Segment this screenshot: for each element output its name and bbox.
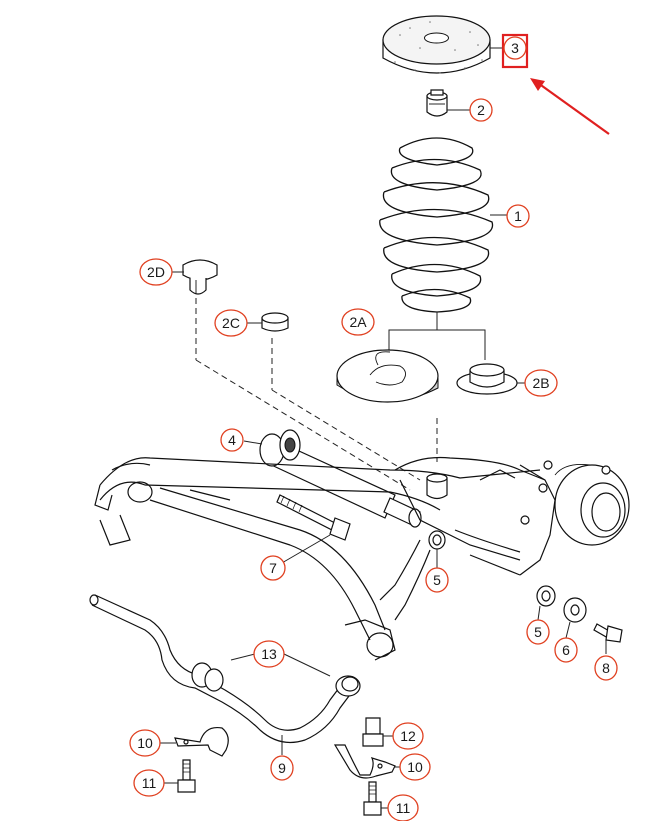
washer-part bbox=[563, 597, 587, 623]
svg-text:13: 13 bbox=[261, 646, 277, 662]
bump-stop-cup-part bbox=[456, 363, 518, 395]
callout-8: 8 bbox=[594, 655, 618, 681]
callout-2b: 2B bbox=[524, 369, 558, 397]
svg-text:8: 8 bbox=[602, 660, 610, 676]
callout-4: 4 bbox=[220, 428, 244, 452]
callout-1: 1 bbox=[506, 204, 530, 228]
svg-text:2C: 2C bbox=[222, 315, 240, 331]
svg-text:2D: 2D bbox=[147, 264, 165, 280]
wheel-hub bbox=[520, 460, 630, 546]
callout-7: 7 bbox=[260, 555, 286, 581]
bolt-part-b bbox=[363, 781, 382, 816]
bushing-part-b bbox=[536, 585, 556, 607]
bolt-part-a bbox=[177, 759, 196, 793]
callout-5-upper: 5 bbox=[425, 567, 449, 593]
callout-3: 3 bbox=[503, 36, 527, 60]
bump-stop-part bbox=[426, 89, 448, 117]
svg-text:7: 7 bbox=[269, 560, 277, 576]
svg-text:9: 9 bbox=[278, 760, 286, 776]
svg-text:6: 6 bbox=[562, 642, 570, 658]
red-arrow bbox=[530, 78, 610, 135]
callout-11-right: 11 bbox=[387, 794, 419, 821]
shock-absorber-part bbox=[259, 429, 422, 528]
clamp-part-a bbox=[174, 726, 229, 757]
spring-seat-part bbox=[336, 349, 439, 403]
svg-text:11: 11 bbox=[142, 775, 157, 791]
svg-text:10: 10 bbox=[137, 735, 153, 751]
callout-2d: 2D bbox=[139, 258, 173, 286]
svg-text:12: 12 bbox=[400, 728, 416, 744]
svg-text:5: 5 bbox=[534, 624, 542, 640]
callout-9: 9 bbox=[270, 755, 294, 781]
callout-2: 2 bbox=[469, 98, 493, 122]
svg-text:2A: 2A bbox=[349, 314, 367, 330]
stabilizer-bar-part bbox=[89, 594, 361, 743]
svg-text:1: 1 bbox=[514, 208, 522, 224]
svg-text:3: 3 bbox=[511, 40, 519, 56]
callout-5-lower: 5 bbox=[526, 619, 550, 645]
axle-bump-stop bbox=[426, 473, 448, 500]
clamp-part-b bbox=[333, 744, 396, 779]
svg-text:11: 11 bbox=[396, 800, 411, 816]
svg-text:2B: 2B bbox=[532, 375, 549, 391]
svg-text:5: 5 bbox=[433, 572, 441, 588]
clip-part bbox=[182, 259, 218, 295]
callout-10-right: 10 bbox=[399, 753, 431, 781]
rubber-block-part bbox=[261, 312, 289, 332]
callout-2a: 2A bbox=[341, 308, 375, 336]
bushing-part-a bbox=[428, 530, 446, 550]
callout-13: 13 bbox=[253, 640, 285, 668]
rear-axle-beam bbox=[94, 456, 556, 661]
callout-2c: 2C bbox=[214, 309, 248, 337]
svg-text:2: 2 bbox=[477, 102, 485, 118]
highlight-box bbox=[501, 33, 529, 69]
nut-part bbox=[362, 717, 384, 747]
svg-text:4: 4 bbox=[228, 432, 236, 448]
hub-bolt-part bbox=[593, 623, 623, 643]
coil-spring-part bbox=[379, 137, 494, 313]
callout-11-left: 11 bbox=[133, 769, 165, 797]
callout-6: 6 bbox=[554, 637, 578, 663]
long-bolt-part bbox=[276, 494, 351, 541]
foam-pad-part bbox=[382, 15, 491, 74]
svg-text:10: 10 bbox=[407, 759, 423, 775]
callout-12: 12 bbox=[392, 722, 424, 750]
callout-10-left: 10 bbox=[129, 729, 161, 757]
